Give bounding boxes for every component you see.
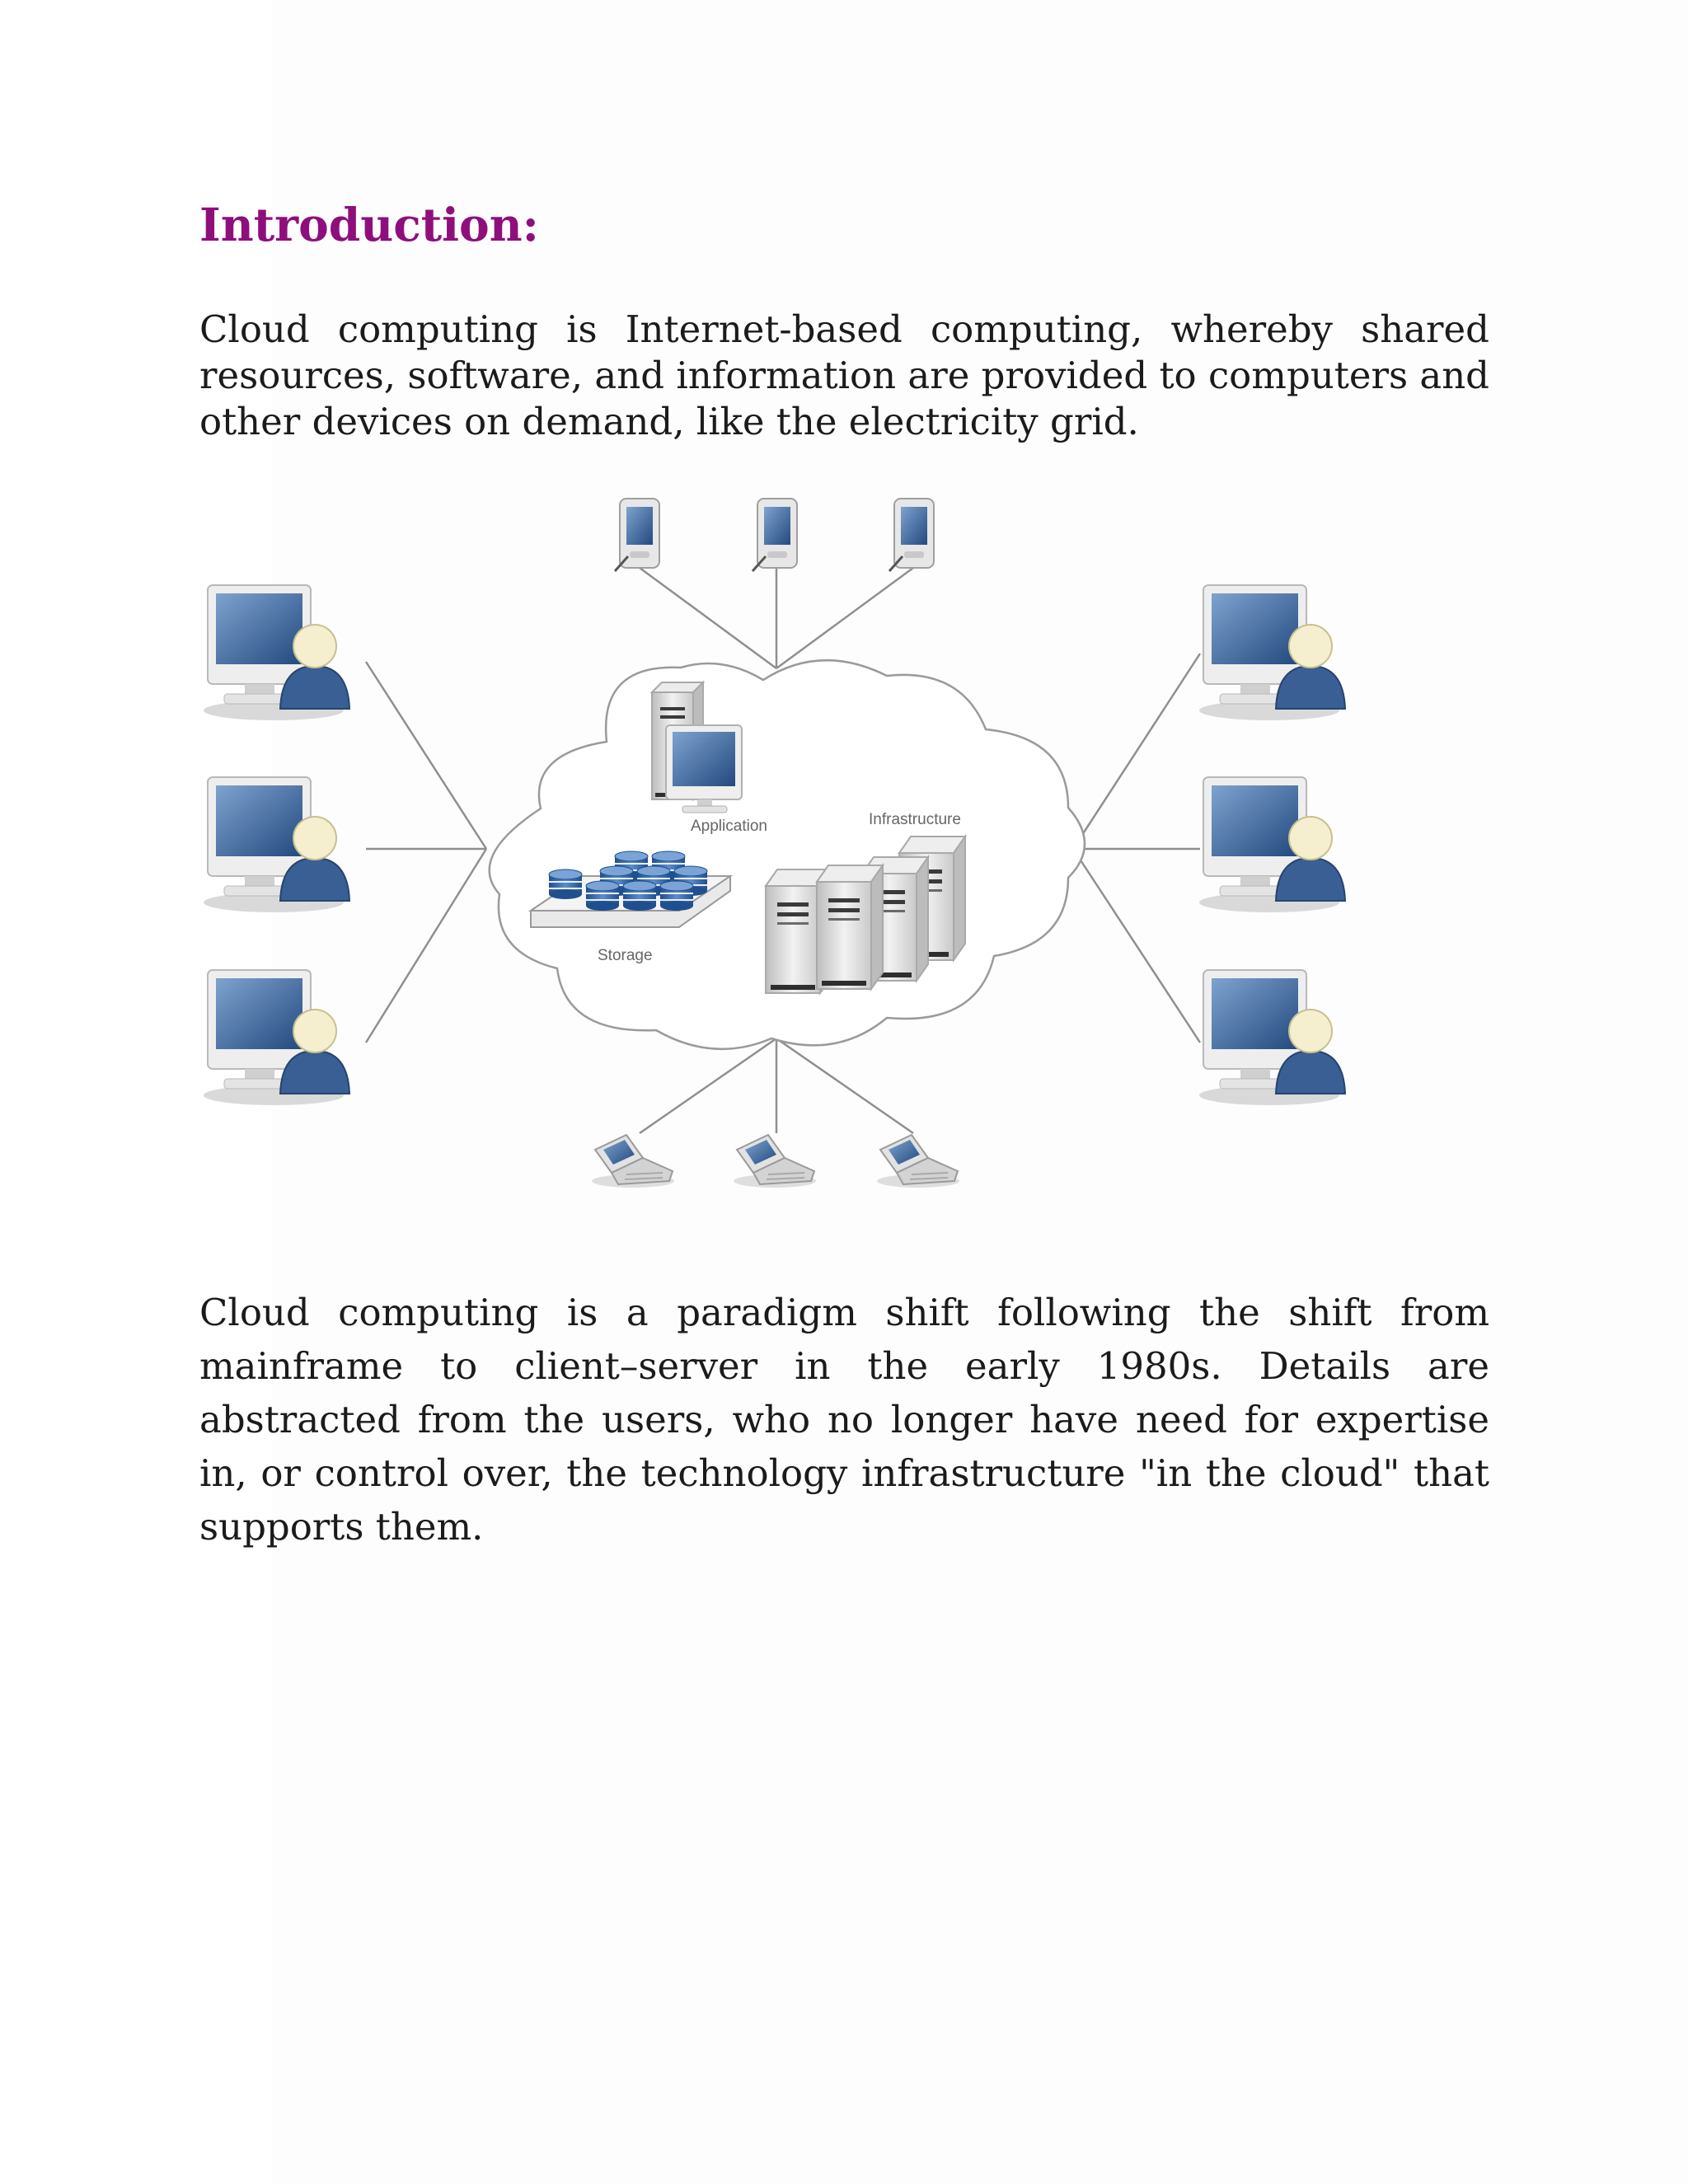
connection-lines	[364, 566, 1202, 1135]
section-heading: Introduction:	[199, 198, 539, 251]
pda-icon	[613, 497, 661, 573]
user-computer-icon	[203, 969, 350, 1106]
pda-icon	[888, 497, 935, 573]
application-icon	[649, 680, 743, 813]
user-computer-icon	[1198, 969, 1346, 1106]
user-computer-icon	[203, 584, 350, 721]
mobile-phone-icon	[876, 1134, 960, 1188]
paradigm-paragraph: Cloud computing is a paradigm shift foll…	[199, 1291, 1489, 1549]
cloud-computing-diagram: Application Infrastructure	[195, 482, 1381, 1216]
storage-label: Storage	[598, 947, 653, 964]
intro-paragraph: Cloud computing is Internet-based comput…	[199, 307, 1489, 443]
user-computer-icon	[203, 776, 350, 913]
pda-icon	[751, 497, 799, 573]
user-computer-icon	[1198, 776, 1346, 913]
mobile-phone-icon	[591, 1134, 675, 1188]
storage-icon	[528, 851, 734, 928]
mobile-phone-icon	[733, 1134, 817, 1188]
infrastructure-label: Infrastructure	[869, 811, 961, 828]
user-computer-icon	[1198, 584, 1346, 721]
application-label: Application	[691, 818, 767, 835]
